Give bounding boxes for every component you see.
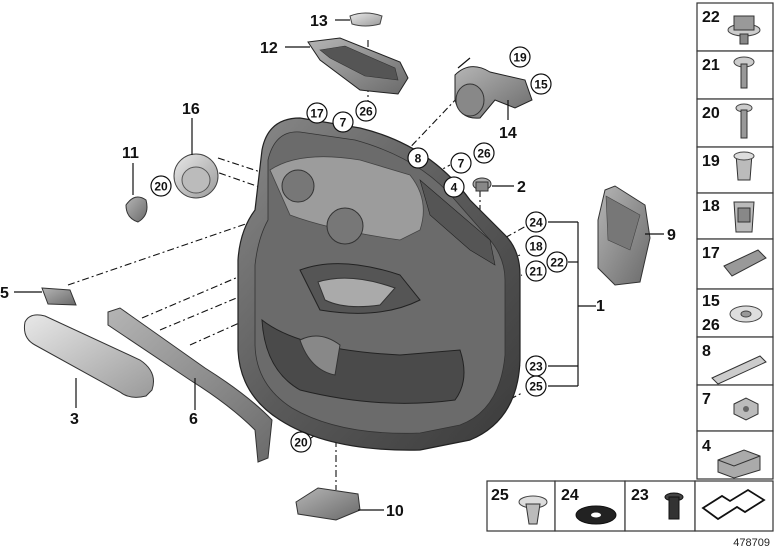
callout-15: 15: [530, 73, 552, 95]
label-1: 1: [596, 298, 605, 315]
svg-text:20: 20: [702, 105, 720, 122]
cover-cap-part: [349, 12, 383, 27]
svg-text:23: 23: [529, 360, 543, 374]
pull-handle-part: [307, 37, 409, 95]
speaker-ring-part: [173, 153, 219, 199]
side-panel-item-4: 4: [702, 438, 761, 479]
callout-21: 21: [525, 260, 547, 282]
label-14: 14: [499, 125, 517, 142]
callout-17: 17: [306, 102, 328, 124]
callout-4: 4: [443, 176, 465, 198]
svg-text:19: 19: [702, 153, 720, 170]
svg-text:24: 24: [529, 216, 543, 230]
circled-callouts: 19 15 17 7 26 8 7 26 4 20 24 18 22 21 23…: [150, 46, 568, 453]
svg-text:15: 15: [702, 293, 720, 310]
label-9: 9: [667, 227, 676, 244]
svg-text:21: 21: [529, 265, 543, 279]
callout-19: 19: [509, 46, 531, 68]
callout-7-upper: 7: [332, 111, 354, 133]
fastener-panel: 22 21 20 19 18 17 15: [696, 2, 774, 480]
svg-text:24: 24: [561, 487, 579, 504]
trim-cap-part: [125, 196, 148, 223]
bottom-item-24: 24: [561, 487, 617, 525]
side-panel-item-22: 22: [702, 9, 761, 45]
svg-text:15: 15: [534, 78, 548, 92]
bottom-item-25: 25: [491, 487, 548, 525]
svg-text:7: 7: [458, 157, 465, 171]
svg-text:17: 17: [702, 245, 720, 262]
side-panel-item-15-26: 15 26: [702, 293, 763, 334]
label-5: 5: [0, 285, 9, 302]
svg-text:7: 7: [702, 391, 711, 408]
svg-text:17: 17: [310, 107, 324, 121]
svg-text:26: 26: [359, 105, 373, 119]
side-panel-item-18: 18: [702, 198, 755, 233]
svg-text:25: 25: [529, 380, 543, 394]
label-12: 12: [260, 40, 278, 57]
svg-text:26: 26: [702, 317, 720, 334]
svg-text:21: 21: [702, 57, 720, 74]
svg-text:18: 18: [529, 240, 543, 254]
armrest-pad-part: [24, 314, 154, 398]
label-16: 16: [182, 101, 200, 118]
bracket-part: [454, 57, 533, 119]
svg-text:18: 18: [702, 198, 720, 215]
side-panel-item-8: 8: [702, 343, 767, 385]
mounting-bracket-part: [597, 185, 651, 286]
callout-20-upper: 20: [150, 175, 172, 197]
svg-text:22: 22: [702, 9, 720, 26]
callout-26-lower: 26: [473, 142, 495, 164]
side-panel-item-17: 17: [702, 245, 767, 277]
svg-text:26: 26: [477, 147, 491, 161]
callout-23: 23: [525, 355, 547, 377]
svg-text:8: 8: [702, 343, 711, 360]
callout-24: 24: [525, 211, 547, 233]
callout-26-upper: 26: [355, 100, 377, 122]
side-panel-item-19: 19: [702, 151, 755, 181]
bottom-item-23: 23: [631, 487, 684, 520]
svg-text:20: 20: [294, 436, 308, 450]
svg-text:25: 25: [491, 487, 509, 504]
door-trim-panel: [237, 117, 521, 451]
lower-clip-part: [295, 487, 361, 521]
svg-text:22: 22: [550, 256, 564, 270]
part-number-labels: 1 2 3 5 6 9 10 11 12 13 14 16: [0, 13, 676, 520]
grommet-part: [472, 177, 492, 192]
bottom-fastener-panel: 25 24 23: [486, 480, 774, 532]
trim-strip-part: [107, 307, 273, 463]
label-2: 2: [517, 179, 526, 196]
callout-22: 22: [546, 251, 568, 273]
callout-25: 25: [525, 375, 547, 397]
callout-8: 8: [407, 147, 429, 169]
reference-number: 478709: [733, 537, 770, 549]
svg-text:20: 20: [154, 180, 168, 194]
side-panel-item-20: 20: [702, 103, 753, 139]
label-10: 10: [386, 503, 404, 520]
label-11: 11: [122, 145, 139, 162]
svg-text:4: 4: [702, 438, 711, 455]
label-6: 6: [189, 411, 198, 428]
small-trim-part: [41, 287, 77, 306]
side-panel-item-21: 21: [702, 56, 755, 89]
svg-text:19: 19: [513, 51, 527, 65]
side-panel-item-7: 7: [702, 391, 759, 421]
label-3: 3: [70, 411, 79, 428]
callout-7-lower: 7: [450, 152, 472, 174]
leader-lines: [14, 19, 664, 511]
svg-text:4: 4: [451, 181, 458, 195]
label-13: 13: [310, 13, 328, 30]
callout-18: 18: [525, 235, 547, 257]
svg-text:23: 23: [631, 487, 649, 504]
section-symbol-icon: [701, 488, 766, 521]
svg-text:8: 8: [415, 152, 422, 166]
callout-20-lower: 20: [290, 431, 312, 453]
svg-text:7: 7: [340, 116, 347, 130]
